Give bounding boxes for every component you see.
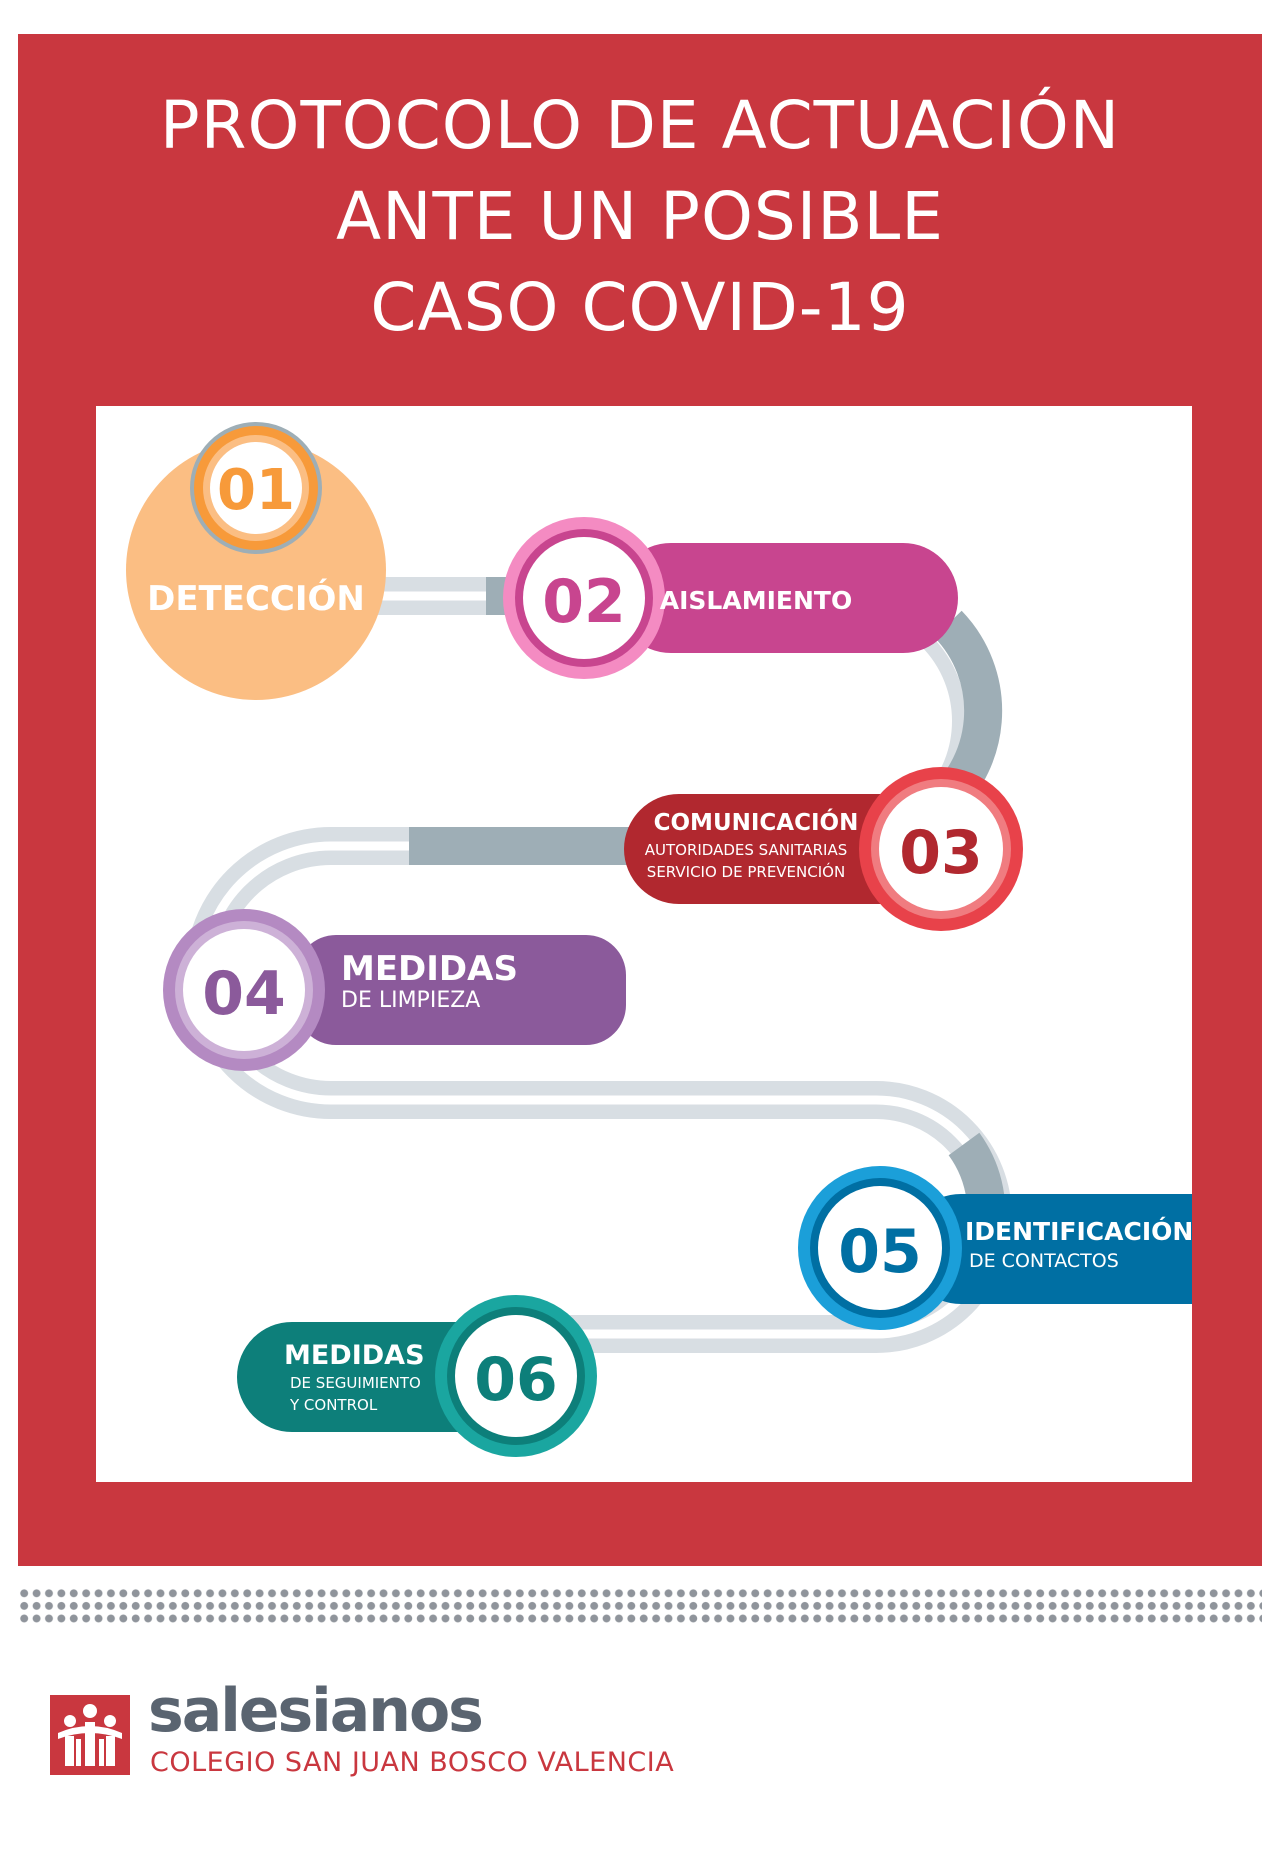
step-03-number: 03: [899, 818, 983, 888]
step-02-pill: [616, 543, 958, 653]
step-01-label: DETECCIÓN: [147, 578, 365, 619]
step-05-number: 05: [838, 1217, 922, 1287]
dotted-divider: [18, 1587, 1262, 1623]
protocol-flow-diagram: 01 DETECCIÓN 02 AISLAMIENTO 03 COMUNICAC…: [126, 422, 1192, 1457]
step-04-disc: [183, 929, 305, 1051]
salesianos-logo-icon: [50, 1695, 130, 1775]
step-06-sub-2: Y CONTROL: [289, 1396, 378, 1414]
step-02-label: AISLAMIENTO: [660, 586, 852, 615]
step-03-sub-1: AUTORIDADES SANITARIAS: [645, 841, 848, 859]
step-04-sub-1: DE LIMPIEZA: [341, 988, 480, 1013]
step-05-sub-1: DE CONTACTOS: [969, 1250, 1119, 1272]
page-title: PROTOCOLO DE ACTUACIÓN ANTE UN POSIBLE C…: [18, 80, 1262, 353]
step-03: 03 COMUNICACIÓN AUTORIDADES SANITARIAS S…: [624, 767, 1023, 931]
step-05-pill: [906, 1194, 1192, 1304]
step-01-number: 01: [217, 458, 295, 523]
step-02-number: 02: [542, 567, 626, 637]
step-02-disc: [523, 537, 645, 659]
step-03-label: COMUNICACIÓN: [654, 808, 859, 836]
step-03-sub-2: SERVICIO DE PREVENCIÓN: [647, 862, 845, 881]
brand-name: salesianos: [148, 1676, 484, 1746]
title-line-2: ANTE UN POSIBLE: [335, 178, 945, 255]
step-04: 04 MEDIDAS DE LIMPIEZA: [163, 909, 626, 1071]
track-segments: [338, 577, 1006, 1261]
step-06-number: 06: [474, 1345, 558, 1415]
step-06-sub-1: DE SEGUIMIENTO: [290, 1374, 421, 1392]
step-04-pill: [296, 935, 626, 1045]
step-02: 02 AISLAMIENTO: [503, 517, 958, 679]
step-01-blob: [126, 440, 386, 700]
step-04-number: 04: [202, 959, 286, 1029]
step-06-label: MEDIDAS: [284, 1340, 425, 1371]
step-05: 05 IDENTIFICACIÓN DE CONTACTOS: [798, 1166, 1192, 1330]
step-06: 06 MEDIDAS DE SEGUIMIENTO Y CONTROL: [237, 1295, 597, 1457]
step-01: 01 DETECCIÓN: [126, 422, 386, 700]
step-03-disc: [879, 787, 1003, 911]
title-line-1: PROTOCOLO DE ACTUACIÓN: [159, 87, 1121, 164]
step-04-label: MEDIDAS: [341, 949, 518, 989]
title-line-3: CASO COVID-19: [370, 269, 910, 346]
school-name: COLEGIO SAN JUAN BOSCO VALENCIA: [150, 1747, 675, 1778]
step-05-disc: [818, 1186, 942, 1310]
step-06-disc: [455, 1315, 577, 1437]
step-05-label: IDENTIFICACIÓN: [965, 1216, 1192, 1246]
step-01-disc: [210, 442, 302, 534]
